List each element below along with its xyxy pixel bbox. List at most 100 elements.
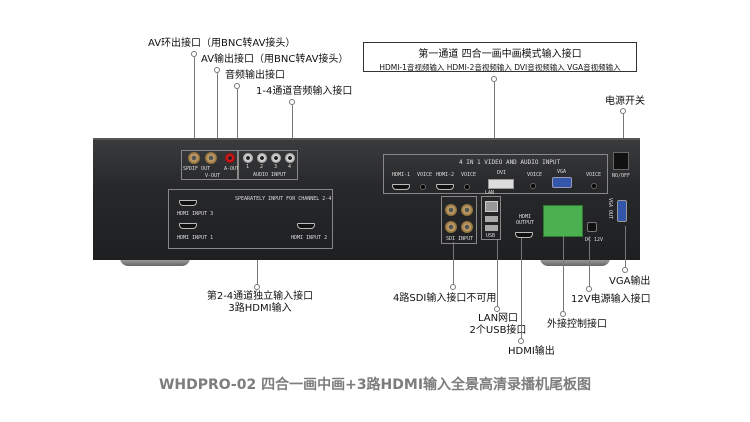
voice-label: VOICE: [417, 172, 433, 178]
audio-in-port: [285, 153, 295, 163]
callout-line: LAN网口: [477, 313, 519, 324]
hdmi1-label: HDMI-1: [392, 172, 411, 178]
callout-dot: [622, 267, 628, 273]
leader-line: [217, 73, 218, 150]
sdi-panel: SDI INPUT: [441, 196, 477, 244]
ch-label: 4: [288, 164, 292, 170]
hdmi-input1-port: [179, 223, 197, 229]
leader-line: [563, 236, 564, 312]
usb-label: USB: [486, 233, 496, 239]
vga-out-label: VGA OUT: [607, 198, 613, 220]
leader-line: [494, 82, 495, 162]
dc-label: DC 12V: [585, 237, 604, 243]
usb-port: [485, 225, 498, 231]
leader-line: [625, 226, 626, 268]
voice-label: VOICE: [586, 172, 602, 178]
callout-control: 外接控制接口: [547, 319, 607, 330]
audio-input-label: AUDIO INPUT: [253, 172, 287, 178]
voice-label: VOICE: [527, 172, 543, 178]
vga-port: [552, 177, 572, 188]
diagram-title: WHDPRO-02 四合一画中画+3路HDMI输入全景高清录播机尾板图: [158, 377, 592, 393]
pip-input-panel: 4 IN 1 VIDEO AND AUDIO INPUT HDMI-1 VOIC…: [383, 154, 608, 194]
lan-usb-panel: LAN USB: [481, 190, 501, 240]
ch-label: 3: [274, 164, 278, 170]
callout-power-in: 12V电源输入接口: [571, 294, 651, 305]
sdi-port: [461, 221, 473, 233]
pip-box-items: HDMI-1音视频输入 HDMI-2音视频输入 DVI音视频输入 VGA音视频输…: [379, 63, 621, 72]
callout-dot: [214, 67, 220, 73]
callout-hdmi-out: HDMI输出: [508, 346, 555, 357]
vout-bnc-port: [205, 152, 217, 164]
leader-line: [194, 57, 195, 150]
dvi-port: [488, 179, 514, 189]
pip-panel-label: 4 IN 1 VIDEO AND AUDIO INPUT: [459, 159, 561, 166]
vout-label: V-OUT: [205, 173, 221, 179]
voice-label: VOICE: [461, 172, 477, 178]
callout-line: 2个USB接口: [469, 325, 527, 336]
callout-dot: [289, 99, 295, 105]
voice-jack: [464, 184, 470, 190]
hdmi-output-port: [515, 232, 533, 238]
callout-dot: [494, 306, 500, 312]
voice-jack: [591, 183, 597, 189]
callout-audio-out: 音频输出接口: [225, 70, 285, 81]
device-foot: [540, 258, 610, 266]
leader-line: [623, 114, 624, 154]
callout-av-out: AV输出接口（用BNC转AV接头）: [201, 54, 349, 65]
lan-label: LAN: [485, 190, 495, 196]
callout-dot: [620, 108, 626, 114]
dvi-label: DVI: [497, 170, 507, 176]
audio-in-port: [271, 153, 281, 163]
leader-line: [497, 240, 498, 308]
callout-dot: [560, 311, 566, 317]
callout-dot: [491, 76, 497, 82]
callout-dot: [586, 286, 592, 292]
hdmi-input2-port: [297, 223, 315, 229]
audio-in-port: [257, 153, 267, 163]
control-terminal-block: [543, 205, 583, 237]
aout-label: A-OUT: [224, 166, 240, 172]
hdmi2-port: [436, 184, 454, 190]
callout-av-loop-out: AV环出接口（用BNC转AV接头）: [148, 38, 296, 49]
sdi-port: [445, 204, 457, 216]
av-out-panel: [181, 150, 238, 180]
sep-panel-label: SPEARATELY INPUT FOR CHANNEL 2-4: [235, 196, 332, 202]
leader-line: [237, 89, 238, 150]
hdmi-input2-label: HDMI INPUT 2: [291, 235, 328, 241]
callout-sdi: 4路SDI输入接口不可用: [393, 293, 497, 304]
pip-callout-box: 第一通道 四合一画中画模式输入接口 HDMI-1音视频输入 HDMI-2音视频输…: [363, 42, 637, 72]
usb-port: [485, 216, 498, 222]
callout-dot: [234, 83, 240, 89]
hdmi-output-label: HDMI OUTPUT: [515, 214, 535, 226]
audio-input-panel: [238, 150, 298, 180]
leader-line: [589, 236, 590, 287]
hdmi-input3-label: HDMI INPUT 3: [177, 211, 214, 217]
vga-label: VGA: [557, 169, 567, 175]
callout-dot: [254, 284, 260, 290]
leader-line: [453, 242, 454, 285]
callout-line: 第2-4通道独立输入接口: [206, 291, 314, 302]
audio-in-port: [243, 153, 253, 163]
spdif-bnc-port: [188, 152, 200, 164]
voice-jack: [420, 184, 426, 190]
ch-label: 2: [260, 164, 264, 170]
hdmi2-label: HDMI-2: [436, 172, 455, 178]
onoff-label: NO/OFF: [612, 173, 631, 179]
leader-line: [521, 238, 522, 339]
callout-power-switch: 电源开关: [605, 96, 645, 107]
callout-dot: [191, 51, 197, 57]
ch-label: 1: [246, 164, 250, 170]
aout-rca-port: [225, 153, 235, 163]
spdif-label: SPDIF OUT: [183, 166, 211, 172]
dc-power-jack: [587, 222, 597, 232]
power-switch[interactable]: [613, 152, 629, 170]
callout-vga-out: VGA输出: [609, 276, 651, 287]
hdmi-input1-label: HDMI INPUT 1: [177, 235, 214, 241]
pip-box-title: 第一通道 四合一画中画模式输入接口: [418, 49, 582, 60]
hdmi-input3-port: [179, 200, 197, 206]
sdi-label: SDI INPUT: [446, 236, 474, 242]
sdi-port: [445, 221, 457, 233]
device-rear-panel: SPDIF OUT V-OUT A-OUT 1 2 3 4 AUDIO INPU…: [93, 138, 640, 260]
